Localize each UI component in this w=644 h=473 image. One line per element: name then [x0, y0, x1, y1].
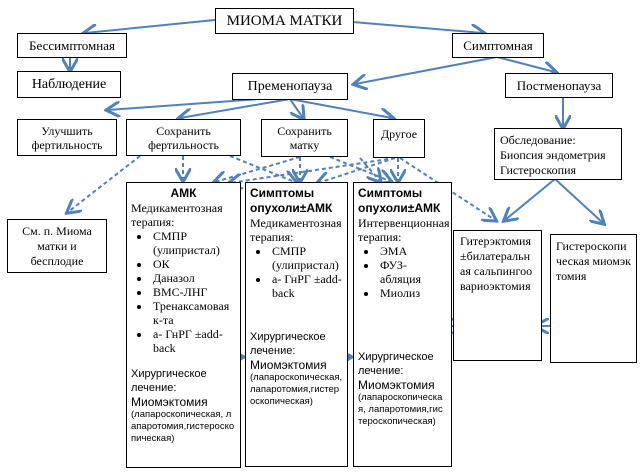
examination-title: Обследование: [500, 133, 576, 147]
surgery-label: Хирургическое лечение: [250, 331, 326, 357]
list-item: Даназол [151, 271, 236, 285]
observation-text: Наблюдение [31, 76, 107, 92]
hysterectomy-node: Гитерэктомия ±билатеральная сальпингоова… [453, 230, 542, 361]
postmenopause-node: Постменопауза [505, 73, 613, 98]
see-also-node: См. п. Миома матки и бесплодие [7, 219, 107, 273]
therapy-list: СМПР (улипристал) а- ГнРГ ±add-back [250, 244, 343, 300]
other-node: Другое [373, 119, 425, 158]
asymptomatic-text: Бессимптомная [29, 37, 115, 53]
procedure-details: (лапароскопическая, лапаротомия,гистерос… [250, 372, 343, 407]
hysterectomy-text: Гитерэктомия ±билатеральная сальпингоова… [460, 234, 533, 293]
other-text: Другое [380, 127, 418, 141]
list-item: ФУЗ-абляция [378, 258, 447, 286]
preserve-uterus-text: Сохранить матку [277, 124, 332, 152]
list-item: ЭМА [378, 244, 447, 258]
see-also-text: См. п. Миома матки и бесплодие [22, 223, 92, 268]
list-item: ВМС-ЛНГ [151, 285, 236, 299]
examination-node: Обследование: Биопсия эндометрия Гистеро… [494, 128, 622, 180]
procedure-details: (лапароскопическая, лапаротомия,гистерос… [358, 392, 443, 427]
column-heading: АМК [170, 186, 197, 200]
premenopause-text: Пременопауза [247, 78, 333, 94]
examination-line: Гистероскопия [500, 163, 577, 177]
therapy-list: ЭМА ФУЗ-абляция Миолиз [358, 244, 447, 300]
tumor-symptoms-medical-column: Симптомы опухоли±АМК Медикаментозная тер… [245, 182, 348, 467]
therapy-list: СМПР (улипристал) ОК Даназол ВМС-ЛНГ Тре… [131, 229, 236, 355]
column-subheading: Интервенционная терапия: [358, 216, 450, 244]
surgery-label: Хирургическое лечение: [358, 351, 434, 377]
tumor-symptoms-interventional-column: Симптомы опухоли±АМК Интервенционная тер… [353, 182, 452, 467]
preserve-fertility-node: Сохранить фертильность [126, 119, 241, 156]
list-item: СМПР (улипристал) [151, 229, 236, 257]
hysteroscopic-node: Гистероскопическая миомэктомия [550, 234, 637, 363]
asymptomatic-node: Бессимптомная [17, 33, 127, 58]
hysteroscopic-text: Гистероскопическая миомэктомия [556, 239, 631, 283]
column-heading: Симптомы опухоли±АМК [358, 186, 441, 215]
list-item: Тренаксамовая к-та [151, 299, 236, 327]
list-item: а- ГнРГ ±add-back [151, 327, 236, 355]
column-subheading: Медикаментозная терапия: [131, 201, 223, 229]
postmenopause-text: Постменопауза [516, 77, 602, 93]
list-item: ОК [151, 257, 236, 271]
list-item: а- ГнРГ ±add-back [270, 272, 343, 300]
column-subheading: Медикаментозная терапия: [250, 216, 342, 244]
procedure-label: Миомэктомия [250, 358, 327, 372]
observation-node: Наблюдение [17, 71, 121, 98]
list-item: Миолиз [378, 286, 447, 300]
improve-fertility-text: Улучшить фертильность [31, 123, 103, 152]
premenopause-node: Пременопауза [232, 73, 348, 100]
procedure-details: (лапароскопическая, лапаротомия,гистерос… [131, 409, 235, 444]
column-heading: Симптомы опухоли±АМК [250, 186, 333, 215]
list-item: СМПР (улипристал) [270, 244, 343, 272]
preserve-fertility-text: Сохранить фертильность [148, 123, 219, 152]
symptomatic-node: Симптомная [452, 33, 544, 58]
title-text: МИОМА МАТКИ [226, 13, 343, 29]
amk-column: АМК Медикаментозная терапия: СМПР (улипр… [126, 182, 241, 468]
surgery-label: Хирургическое лечение: [131, 368, 207, 394]
improve-fertility-node: Улучшить фертильность [17, 119, 117, 156]
root-node: МИОМА МАТКИ [215, 8, 354, 34]
preserve-uterus-node: Сохранить матку [261, 119, 348, 157]
procedure-label: Миомэктомия [131, 395, 208, 409]
examination-line: Биопсия эндометрия [500, 148, 606, 162]
symptomatic-text: Симптомная [463, 37, 533, 53]
procedure-label: Миомэктомия [358, 378, 435, 392]
